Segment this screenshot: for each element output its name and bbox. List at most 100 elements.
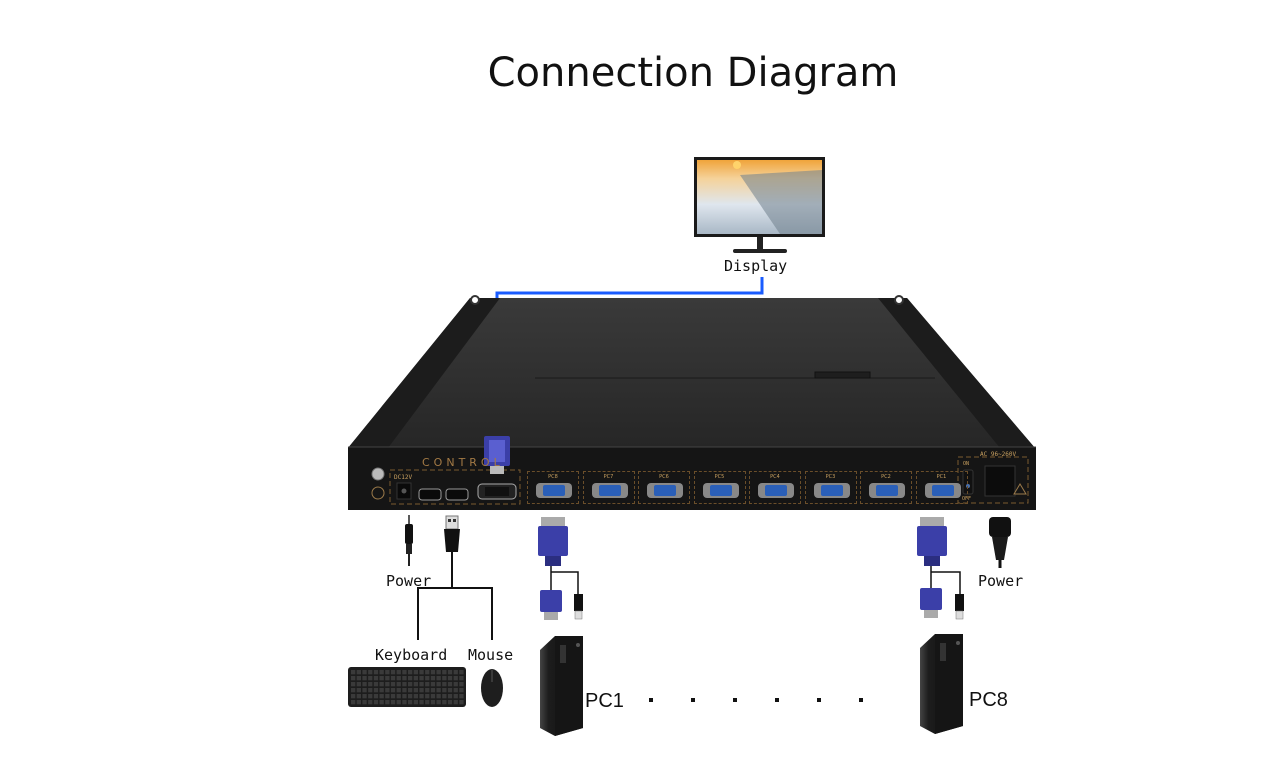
keyboard-key <box>351 688 356 693</box>
keyboard-key <box>373 694 379 699</box>
keyboard-key <box>442 700 447 705</box>
vga-socket-inner <box>598 485 621 496</box>
keyboard-key <box>419 682 424 687</box>
keyboard-key <box>385 688 390 693</box>
keyboard-key <box>385 700 390 705</box>
keyboard-key <box>436 682 441 687</box>
keyboard-key <box>425 694 430 699</box>
keyboard-key <box>408 676 413 681</box>
keyboard-key <box>425 688 430 693</box>
pc1-label: PC1 <box>585 690 624 712</box>
keyboard-key <box>368 676 373 681</box>
port-label: PC4 <box>770 474 780 480</box>
keyboard-key <box>402 700 407 705</box>
vga-socket-inner <box>654 485 676 496</box>
keyboard-key <box>436 700 441 705</box>
keyboard-key <box>408 700 413 705</box>
keyboard-key <box>459 676 464 681</box>
ellipsis-dot <box>691 698 695 702</box>
keyboard-key <box>408 688 413 693</box>
keyboard-key <box>425 670 430 675</box>
dc-power-plug-icon <box>405 515 413 566</box>
keyboard-key <box>436 688 441 693</box>
keyboard-key <box>430 670 436 675</box>
display-monitor-icon <box>694 157 825 253</box>
vga-socket-icon <box>702 483 739 498</box>
keyboard-key <box>351 700 356 705</box>
keyboard-key <box>430 694 436 699</box>
vga-socket-icon <box>591 483 628 498</box>
pc8-computer-icon <box>920 634 963 734</box>
keyboard-key <box>425 700 430 705</box>
keyboard-key <box>385 694 390 699</box>
pc8-kvm-cable-icon <box>917 517 964 620</box>
control-section <box>371 467 521 505</box>
vga-socket-icon <box>536 483 572 498</box>
keyboard-key <box>368 694 373 699</box>
keyboard-key <box>396 700 401 705</box>
vga-socket-inner <box>876 485 898 496</box>
keyboard-key <box>413 676 418 681</box>
vga-socket-icon <box>869 483 905 498</box>
vga-port-pc7: PC7 <box>582 471 635 504</box>
keyboard-key <box>368 682 373 687</box>
keyboard-key <box>447 676 453 681</box>
control-label: CONTROL <box>422 456 504 469</box>
vga-socket-icon <box>758 483 794 498</box>
keyboard-key <box>373 670 379 675</box>
keyboard-key <box>436 670 441 675</box>
keyboard-key <box>373 700 379 705</box>
keyboard-key <box>447 694 453 699</box>
keyboard-icon <box>348 667 466 707</box>
keyboard-key <box>430 688 436 693</box>
keyboard-key <box>368 688 373 693</box>
keyboard-key <box>459 688 464 693</box>
vga-port-pc1: PC1 <box>915 471 968 504</box>
keyboard-key <box>413 700 418 705</box>
keyboard-key <box>385 682 390 687</box>
keyboard-key <box>402 694 407 699</box>
keyboard-key <box>453 676 458 681</box>
keyboard-key <box>356 688 361 693</box>
keyboard-key <box>379 676 384 681</box>
keyboard-key <box>351 676 356 681</box>
keyboard-key <box>396 676 401 681</box>
usb-plug-icon <box>444 515 460 588</box>
kvm-switch-chassis <box>348 295 1036 510</box>
keyboard-key <box>453 670 458 675</box>
mouse-icon <box>481 669 503 707</box>
pc1-computer-icon <box>540 636 583 736</box>
keyboard-key <box>453 700 458 705</box>
keyboard-key <box>430 682 436 687</box>
display-label: Display <box>724 257 788 275</box>
vga-port-pc6: PC6 <box>638 471 690 504</box>
keyboard-key <box>390 676 396 681</box>
keyboard-key <box>356 700 361 705</box>
keyboard-key <box>390 694 396 699</box>
keyboard-key <box>356 694 361 699</box>
keyboard-key <box>442 670 447 675</box>
vga-socket-inner <box>543 485 565 496</box>
keyboard-key <box>362 682 367 687</box>
keyboard-key <box>408 682 413 687</box>
keyboard-key <box>447 670 453 675</box>
power-left-label: Power <box>386 572 432 590</box>
keyboard-key <box>413 688 418 693</box>
keyboard-key <box>447 700 453 705</box>
power-right-label: Power <box>978 572 1024 590</box>
ellipsis-dot <box>649 698 653 702</box>
keyboard-key <box>436 676 441 681</box>
vga-port-pc2: PC2 <box>860 471 912 504</box>
port-label: PC3 <box>825 474 836 480</box>
port-label: PC8 <box>548 474 558 480</box>
keyboard-key <box>408 670 413 675</box>
keyboard-key <box>447 682 453 687</box>
ellipsis-dot <box>859 698 863 702</box>
keyboard-key <box>351 670 356 675</box>
keyboard-key <box>419 670 424 675</box>
port-label: PC5 <box>714 474 725 480</box>
keyboard-key <box>373 682 379 687</box>
keyboard-key <box>396 670 401 675</box>
keyboard-key <box>385 676 390 681</box>
